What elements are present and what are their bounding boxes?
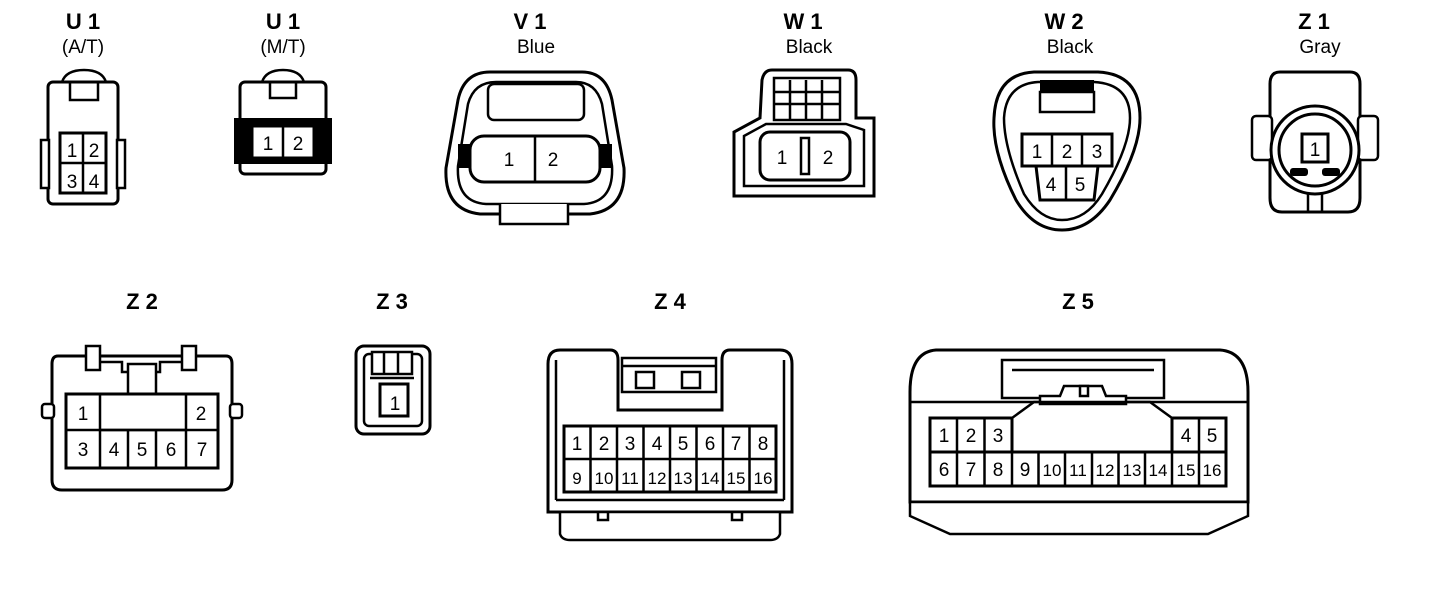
- connector-label: Z 1: [1298, 9, 1330, 34]
- connector-z5: Z 5 1 2 3 4 5: [908, 289, 1250, 536]
- pin-label: 4: [652, 434, 663, 455]
- connector-label: Z 4: [654, 289, 687, 314]
- pin-label: 15: [1177, 461, 1196, 480]
- pin-label: 2: [966, 426, 977, 447]
- pin-label: 4: [1046, 175, 1057, 196]
- pin-label: 5: [1075, 175, 1086, 196]
- pin-label: 6: [939, 460, 950, 481]
- pin-label: 7: [197, 440, 208, 461]
- pin-label: 3: [1092, 142, 1103, 163]
- pin-label: 13: [674, 469, 693, 488]
- z5-pin-grid: 1 2 3 4 5 6 7 8 9 10 11 12 13 14 15 16: [928, 416, 1228, 488]
- pin-label: 5: [678, 434, 689, 455]
- connector-note: (M/T): [260, 37, 305, 58]
- connector-note: (A/T): [62, 37, 104, 58]
- pin-label: 2: [293, 134, 304, 155]
- pin-label: 14: [701, 469, 720, 488]
- pin-label: 7: [966, 460, 977, 481]
- pin-label: 2: [599, 434, 610, 455]
- pin-label: 10: [1043, 461, 1062, 480]
- connector-u1-at: U 1 (A/T) 1 2 3 4: [39, 9, 127, 206]
- pin-label: 12: [648, 469, 667, 488]
- connector-color: Black: [1047, 37, 1094, 58]
- connector-label: Z 3: [376, 289, 408, 314]
- pin-label: 1: [504, 150, 515, 171]
- pin-label: 9: [1020, 460, 1031, 481]
- pin-label: 9: [572, 469, 581, 488]
- pin-label: 15: [727, 469, 746, 488]
- pin-label: 2: [89, 141, 100, 162]
- connector-v1: V 1 Blue 1 2: [444, 9, 626, 226]
- pin-label: 3: [67, 172, 78, 193]
- pin-label: 4: [109, 440, 120, 461]
- connector-z1: Z 1 Gray 1: [1250, 9, 1380, 214]
- pin-label: 6: [166, 440, 177, 461]
- connector-label: U 1: [266, 9, 300, 34]
- connector-label: W 2: [1044, 9, 1083, 34]
- connector-z4: Z 4 1 2 3 4 5 6 7 8 9: [546, 289, 794, 542]
- connector-w1: W 1 Black 1 2: [732, 9, 876, 198]
- pin-label: 5: [1207, 426, 1218, 447]
- z4-pin-grid: 1 2 3 4 5 6 7 8 9 10 11 12 13 14 15 16: [562, 424, 778, 494]
- pin-label: 13: [1123, 461, 1142, 480]
- connector-color: Gray: [1299, 37, 1341, 58]
- connector-label: V 1: [513, 9, 546, 34]
- pin-label: 1: [939, 426, 950, 447]
- connector-u1-mt: U 1 (M/T) 1 2: [234, 9, 332, 176]
- connector-label: U 1: [66, 9, 100, 34]
- pin-label: 16: [1203, 461, 1222, 480]
- connector-w2: W 2 Black 1 2 3 4 5: [992, 9, 1142, 232]
- pin-label: 3: [625, 434, 636, 455]
- connector-color: Blue: [517, 37, 555, 58]
- pin-label: 1: [78, 404, 89, 425]
- connector-label: Z 5: [1062, 289, 1094, 314]
- connector-color: Black: [786, 37, 833, 58]
- pin-label: 5: [137, 440, 148, 461]
- pin-label: 1: [1032, 142, 1043, 163]
- pin-label: 16: [754, 469, 773, 488]
- connector-label: W 1: [783, 9, 822, 34]
- pin-label: 2: [823, 148, 834, 169]
- pin-label: 11: [621, 469, 639, 488]
- pin-label: 1: [572, 434, 583, 455]
- pin-label: 2: [1062, 142, 1073, 163]
- pin-label: 3: [78, 440, 89, 461]
- pin-label: 7: [731, 434, 742, 455]
- connector-label: Z 2: [126, 289, 158, 314]
- pin-label: 2: [548, 150, 559, 171]
- pin-label: 14: [1149, 461, 1168, 480]
- connector-z3: Z 3 1: [354, 289, 432, 436]
- pin-label: 3: [993, 426, 1004, 447]
- pin-label: 12: [1096, 461, 1115, 480]
- pin-label: 1: [777, 148, 788, 169]
- pin-label: 8: [758, 434, 769, 455]
- pin-label: 2: [196, 404, 207, 425]
- pin-label: 1: [390, 394, 401, 415]
- pin-label: 1: [1310, 140, 1321, 161]
- pin-label: 1: [263, 134, 274, 155]
- pin-label: 4: [89, 172, 100, 193]
- pin-label: 11: [1069, 461, 1087, 480]
- pin-label: 6: [705, 434, 716, 455]
- connector-z2: Z 2 1 2 3 4 5 6 7: [40, 289, 244, 492]
- pin-label: 8: [993, 460, 1004, 481]
- pin-label: 4: [1181, 426, 1192, 447]
- pin-label: 1: [67, 141, 78, 162]
- pin-label: 10: [595, 469, 614, 488]
